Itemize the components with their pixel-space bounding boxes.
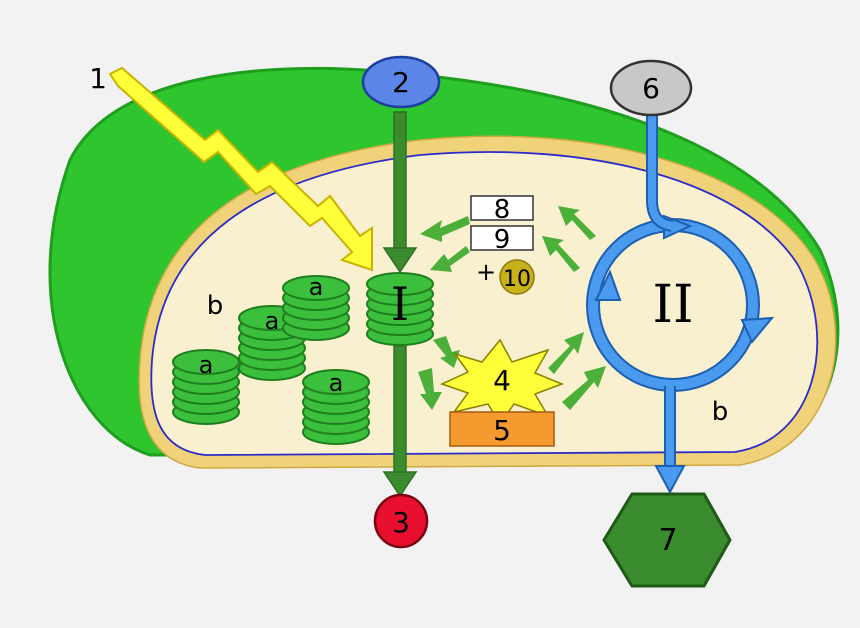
granum-stack-1: a	[172, 349, 240, 425]
node-3	[373, 493, 429, 549]
roman-one-label: I	[391, 277, 409, 331]
box-9-label: 9	[494, 225, 511, 255]
rect-5	[449, 411, 555, 447]
node-6-label: 6	[642, 72, 660, 105]
plus-sign: +	[476, 258, 496, 286]
small-arrows-upper	[420, 206, 596, 272]
star-4-label: 4	[493, 364, 511, 397]
circle-10	[499, 259, 535, 295]
node-6	[609, 59, 693, 117]
light-label: 1	[89, 62, 107, 95]
blue-output-arrow	[654, 386, 686, 495]
node-2-label: 2	[392, 66, 410, 99]
granum-stack-4: a	[302, 369, 370, 445]
hexagon-7	[602, 492, 732, 588]
box-8	[470, 195, 534, 221]
box-9	[470, 225, 534, 251]
roman-two-label: II	[652, 275, 693, 335]
box-8-label: 8	[494, 195, 511, 225]
flow-arrow-vertical	[382, 111, 418, 498]
light-bolt-icon	[108, 66, 373, 272]
small-arrows-lower	[418, 336, 460, 410]
rect-5-label: 5	[493, 414, 511, 447]
small-arrows-right-lower	[548, 332, 606, 410]
region-label-right: b	[712, 397, 729, 427]
stack-label: a	[265, 307, 280, 335]
granum-stack-center: I	[366, 272, 434, 346]
circle-10-label: 10	[503, 267, 531, 292]
node-2	[361, 55, 441, 109]
node-3-label: 3	[392, 506, 410, 539]
stack-label: a	[329, 369, 344, 397]
region-label-left: b	[207, 291, 224, 321]
stack-label: a	[309, 273, 324, 301]
cycle-2: II	[586, 214, 775, 392]
hexagon-7-label: 7	[658, 523, 677, 558]
stack-label: a	[199, 351, 214, 379]
granum-stack-3: a	[282, 273, 350, 341]
